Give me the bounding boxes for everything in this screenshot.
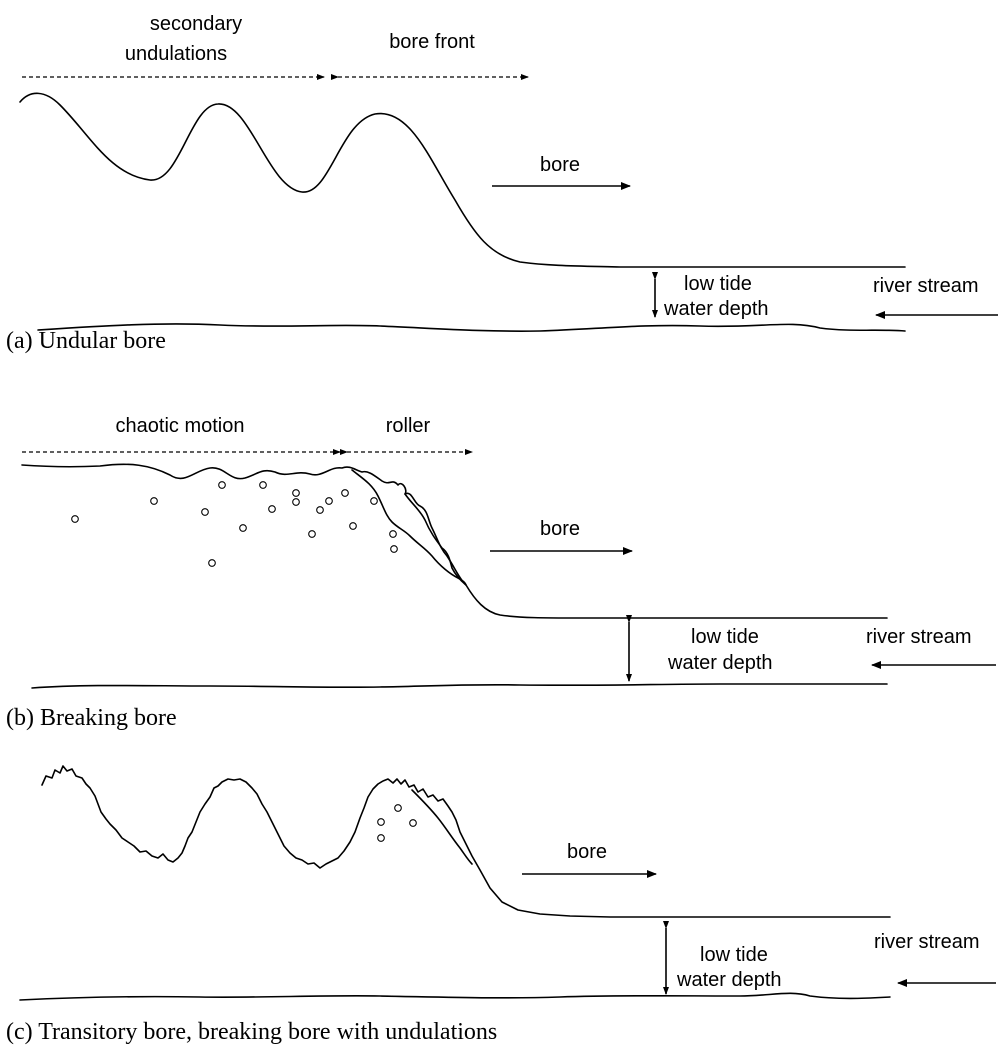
undular-free-surface	[19, 92, 906, 268]
air-bubble	[268, 505, 276, 513]
label-bore: bore	[540, 154, 580, 176]
air-bubble	[377, 818, 385, 826]
breaking-riverbed	[31, 683, 888, 689]
air-bubble	[341, 489, 349, 497]
air-bubbles	[71, 481, 398, 567]
air-bubble	[239, 524, 247, 532]
air-bubble	[390, 545, 398, 553]
air-bubble	[71, 515, 79, 523]
air-bubble	[208, 559, 216, 567]
label-water-depth: water depth	[667, 652, 773, 674]
transitory-roller-line	[411, 789, 473, 865]
label-roller: roller	[386, 415, 431, 437]
air-bubble	[389, 530, 397, 538]
air-bubble	[325, 497, 333, 505]
air-bubble	[292, 498, 300, 506]
air-bubble	[394, 804, 402, 812]
air-bubble	[218, 481, 226, 489]
air-bubble	[150, 497, 158, 505]
air-bubble	[409, 819, 417, 827]
roller-inner-line	[351, 469, 467, 586]
caption-b: (b) Breaking bore	[6, 705, 177, 731]
label-low-tide: low tide	[691, 626, 759, 648]
label-river-stream: river stream	[874, 931, 980, 953]
undular-riverbed	[37, 323, 906, 332]
label-water-depth: water depth	[676, 969, 782, 991]
label-secondary: secondary	[150, 13, 242, 35]
panel-a: secondary undulations bore front bore lo…	[6, 13, 998, 354]
label-low-tide: low tide	[684, 273, 752, 295]
label-low-tide: low tide	[700, 944, 768, 966]
air-bubble	[308, 530, 316, 538]
transitory-riverbed	[19, 992, 891, 1001]
caption-a: (a) Undular bore	[6, 328, 166, 354]
label-bore: bore	[567, 841, 607, 863]
label-undulations: undulations	[125, 43, 227, 65]
label-river-stream: river stream	[873, 275, 979, 297]
breaking-free-surface	[21, 463, 888, 619]
label-water-depth: water depth	[663, 298, 769, 320]
label-chaotic-motion: chaotic motion	[116, 415, 245, 437]
air-bubble	[201, 508, 209, 516]
transitory-free-surface	[41, 765, 891, 918]
air-bubbles	[377, 804, 417, 842]
panel-b: chaotic motion roller	[6, 415, 996, 731]
air-bubble	[259, 481, 267, 489]
air-bubble	[377, 834, 385, 842]
caption-c: (c) Transitory bore, breaking bore with …	[6, 1019, 497, 1045]
roller-crest-edge	[404, 493, 467, 586]
label-bore: bore	[540, 518, 580, 540]
panel-c: bore low tide water depth river stream (…	[6, 765, 996, 1045]
air-bubble	[316, 506, 324, 514]
air-bubble	[370, 497, 378, 505]
air-bubble	[349, 522, 357, 530]
air-bubble	[292, 489, 300, 497]
label-river-stream: river stream	[866, 626, 972, 648]
label-bore-front: bore front	[389, 31, 475, 53]
